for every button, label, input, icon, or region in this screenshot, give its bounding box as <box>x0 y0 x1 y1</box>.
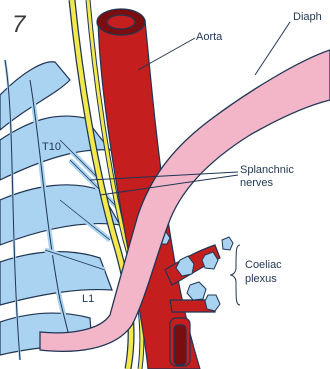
label-splanchnic-line2: nerves <box>240 177 274 189</box>
label-t10: T10 <box>42 141 61 153</box>
label-diaphragm: Diaph <box>293 11 322 23</box>
figure-number: 7 <box>12 11 27 38</box>
label-l1: L1 <box>82 293 94 305</box>
label-coeliac-line1: Coeliac <box>245 259 282 271</box>
label-splanchnic-line1: Splanchnic <box>240 164 294 176</box>
label-aorta: Aorta <box>196 31 223 43</box>
label-coeliac-line2: plexus <box>245 273 277 285</box>
